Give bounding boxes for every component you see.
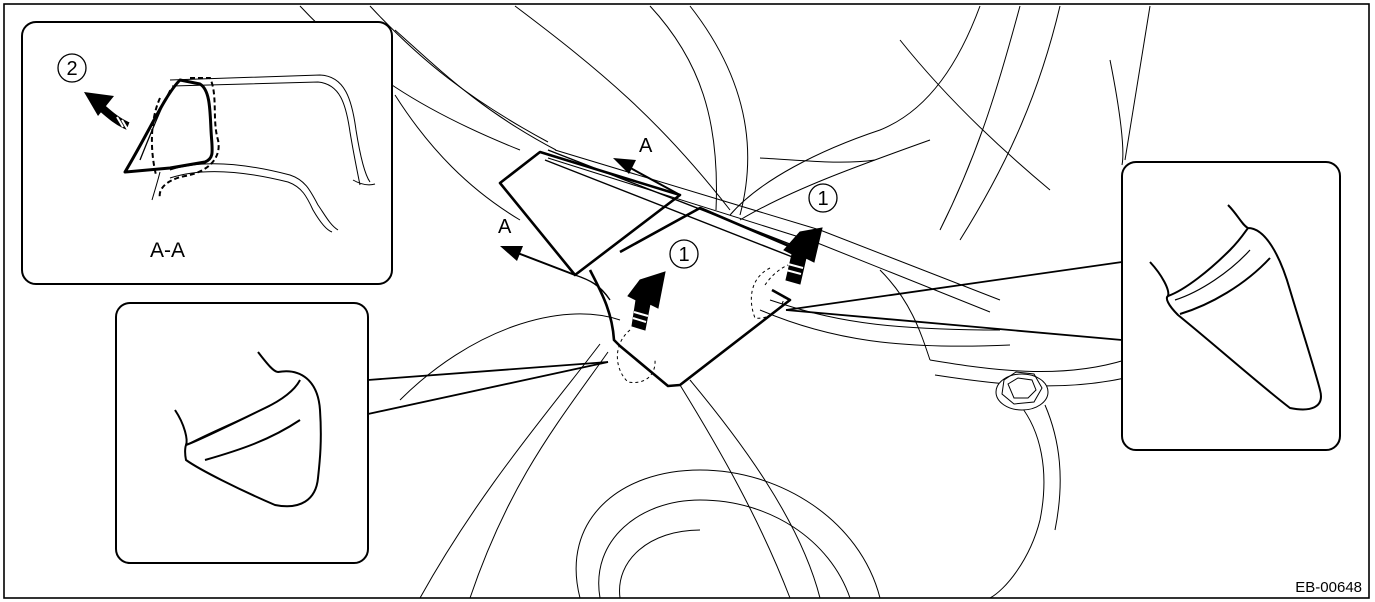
figure-id-code: EB-00648 xyxy=(1295,579,1362,596)
leader-line xyxy=(367,361,609,415)
trim-section-inner xyxy=(139,89,171,161)
leader-line xyxy=(367,361,609,381)
body-line xyxy=(649,5,717,211)
clip-shape xyxy=(174,351,322,508)
trim-cover-lower xyxy=(588,269,792,388)
clip-hidden-lines xyxy=(616,261,801,384)
body-line xyxy=(769,299,1001,331)
callout-1-center: 1 xyxy=(669,239,699,269)
body-line xyxy=(899,39,1051,191)
pull-arrow-icon xyxy=(783,227,823,285)
body-line xyxy=(759,309,1011,347)
bolt-icon xyxy=(995,371,1049,411)
clip-detail-left xyxy=(115,302,369,564)
trim-panel-detail xyxy=(544,149,801,301)
trim-cover-edge xyxy=(619,206,811,257)
trim-edge xyxy=(547,149,801,249)
section-marker-a-upper: A xyxy=(613,135,681,196)
section-profile xyxy=(151,74,376,233)
body-line xyxy=(419,343,601,599)
body-line xyxy=(399,313,621,401)
section-letter: A xyxy=(498,216,512,238)
body-line xyxy=(989,404,1045,599)
zoom-leader-lines xyxy=(367,261,1123,415)
body-line xyxy=(959,5,1061,241)
vehicle-body-lines xyxy=(299,5,1151,599)
zoom-frame xyxy=(115,302,369,564)
section-title: A-A xyxy=(150,239,185,262)
removal-arrow-icon xyxy=(84,92,130,131)
body-line xyxy=(1109,59,1124,166)
body-line xyxy=(689,379,821,599)
body-line xyxy=(1044,404,1061,531)
body-line xyxy=(547,157,991,313)
body-line xyxy=(739,139,931,221)
body-line xyxy=(394,94,521,221)
section-aa-inset: 2 A-A xyxy=(21,21,393,285)
body-line xyxy=(554,149,1001,301)
body-line xyxy=(1124,5,1151,161)
callout-1-right: 1 xyxy=(808,183,838,213)
clip-hidden xyxy=(616,329,656,384)
trim-edge xyxy=(544,159,796,259)
body-line xyxy=(369,5,549,143)
clip-hidden xyxy=(764,261,801,286)
zoom-frame xyxy=(1121,161,1341,451)
wheel-arch xyxy=(598,499,851,599)
body-line xyxy=(879,269,931,361)
trim-panel xyxy=(498,150,811,388)
pull-arrow-icon xyxy=(627,271,666,331)
body-line xyxy=(729,5,981,216)
wheel-arch xyxy=(619,529,701,599)
inset-frame xyxy=(21,21,393,285)
clip-detail-right xyxy=(1121,161,1341,451)
body-line xyxy=(469,351,609,599)
section-letter: A xyxy=(639,135,653,157)
leader-line xyxy=(785,261,1123,311)
callout-number: 2 xyxy=(66,58,77,80)
clip-shape xyxy=(1149,204,1322,411)
body-line xyxy=(929,359,1126,373)
body-line xyxy=(679,384,791,599)
wheel-arch xyxy=(575,469,881,599)
leader-line xyxy=(785,309,1123,341)
clip-hidden xyxy=(750,267,785,319)
diagram-frame xyxy=(3,3,1370,599)
callout-2: 2 xyxy=(57,53,87,83)
callout-number: 1 xyxy=(817,188,828,210)
body-line xyxy=(759,157,876,163)
trim-section xyxy=(123,78,214,174)
section-marker-a-lower: A xyxy=(498,216,576,276)
trim-original-position xyxy=(150,77,220,199)
body-line xyxy=(939,5,1021,231)
body-line xyxy=(689,5,749,216)
trim-edge xyxy=(574,274,611,301)
body-line xyxy=(514,5,731,211)
body-line xyxy=(394,29,557,151)
callout-number: 1 xyxy=(678,244,689,266)
